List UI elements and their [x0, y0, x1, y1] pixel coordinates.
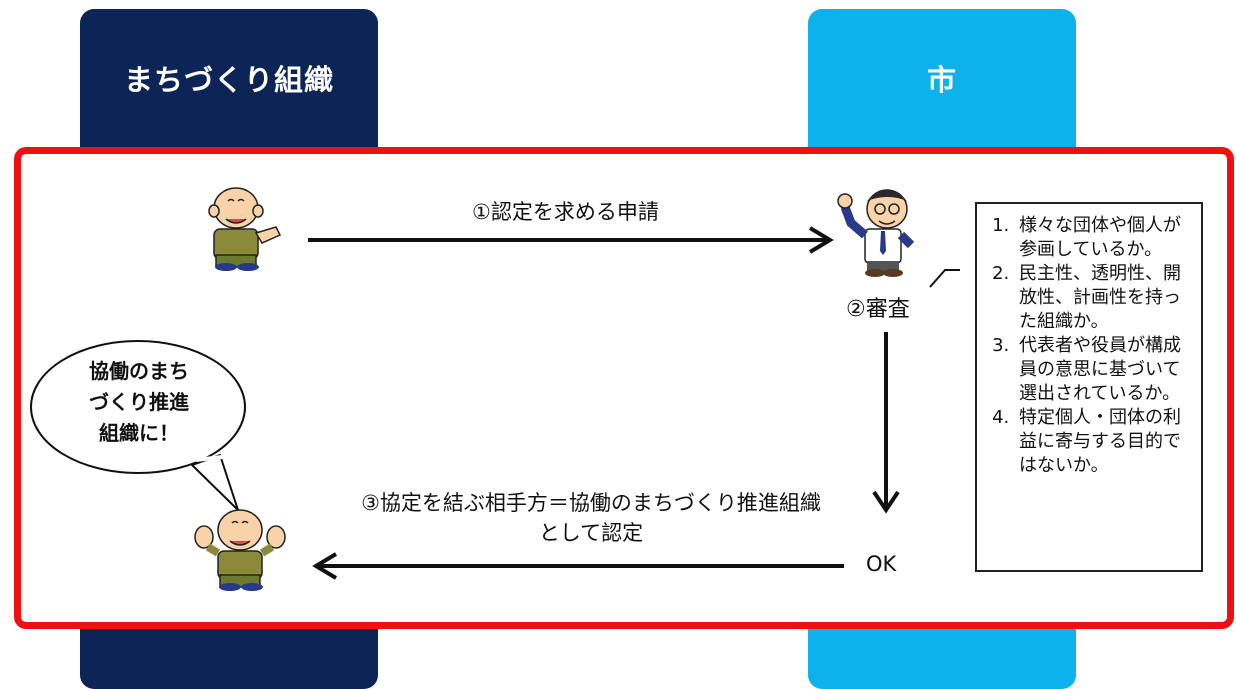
elderly-man-icon	[208, 187, 282, 271]
city-column-title: 市	[926, 63, 957, 97]
review-criteria-box: 様々な団体や個人が参画しているか。 民主性、透明性、開放性、計画性を持った組織か…	[975, 202, 1203, 572]
elderly-man-cheering-icon	[194, 509, 286, 591]
speech-bubble-icon	[30, 340, 246, 511]
criteria-callout-line	[929, 269, 960, 288]
step3-label-line1: ③協定を結ぶ相手方＝協働のまちづくり推進組織	[361, 491, 821, 515]
official-man-icon	[837, 189, 915, 277]
certification-arrow	[312, 552, 844, 580]
speech-bubble-line3: 組織に！	[99, 421, 179, 445]
step2-label: ②審査	[846, 297, 910, 322]
application-arrow	[308, 226, 834, 254]
speech-bubble-line1: 協働のまち	[89, 359, 189, 383]
ok-label: OK	[866, 552, 897, 576]
criteria-item: 民主性、透明性、開放性、計画性を持った組織か。	[1015, 262, 1195, 334]
review-criteria-list: 様々な団体や個人が参画しているか。 民主性、透明性、開放性、計画性を持った組織か…	[977, 204, 1201, 478]
speech-bubble-text: 協働のまち づくり推進 組織に！	[45, 356, 233, 449]
step3-label-line2: として認定	[538, 521, 644, 545]
organization-column-title: まちづくり組織	[123, 63, 334, 97]
criteria-item: 様々な団体や個人が参画しているか。	[1015, 214, 1195, 262]
criteria-item: 代表者や役員が構成員の意思に基づいて選出されているか。	[1015, 334, 1195, 406]
speech-bubble-line2: づくり推進	[89, 390, 189, 414]
review-down-arrow	[872, 332, 900, 514]
criteria-item: 特定個人・団体の利益に寄与する目的ではないか。	[1015, 406, 1195, 478]
step1-label: ①認定を求める申請	[472, 200, 659, 224]
